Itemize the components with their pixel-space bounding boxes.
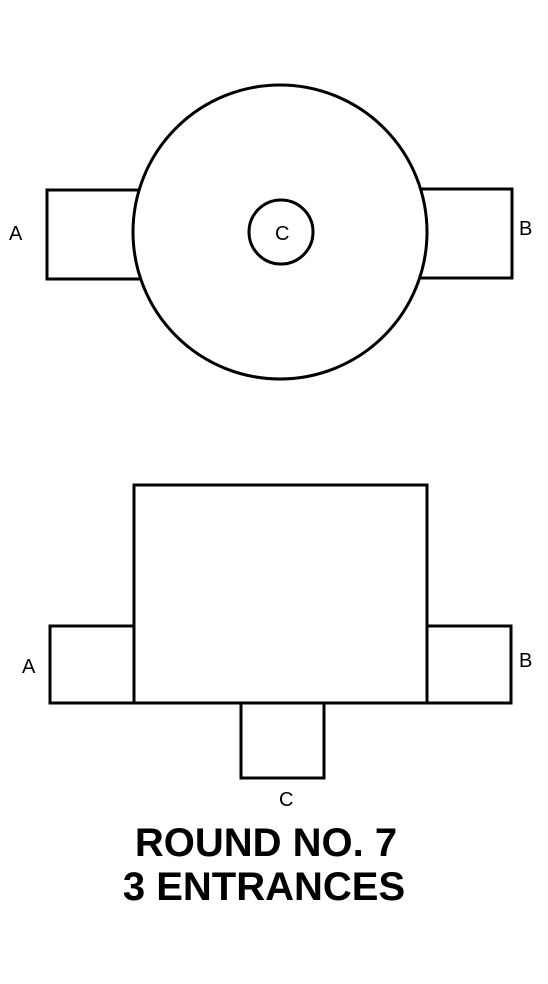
caption-title: ROUND NO. 7 [134, 821, 398, 865]
side-view-entrance-c [239, 701, 326, 780]
caption-subtitle: 3 ENTRANCES [122, 865, 406, 909]
side-view-entrance-b [425, 624, 513, 705]
side-view-label-a: A [22, 656, 36, 678]
top-view: A B C [9, 83, 532, 381]
top-view-label-a: A [9, 223, 23, 245]
side-view-entrance-a [48, 624, 136, 705]
side-view: A B C [22, 483, 532, 811]
top-view-entrance-c [247, 198, 315, 266]
side-view-body [132, 483, 429, 705]
side-view-label-b: B [519, 650, 532, 672]
side-view-label-c: C [279, 789, 293, 811]
top-view-label-b: B [519, 218, 532, 240]
top-view-label-c: C [275, 223, 289, 245]
top-view-round-box [131, 83, 429, 381]
